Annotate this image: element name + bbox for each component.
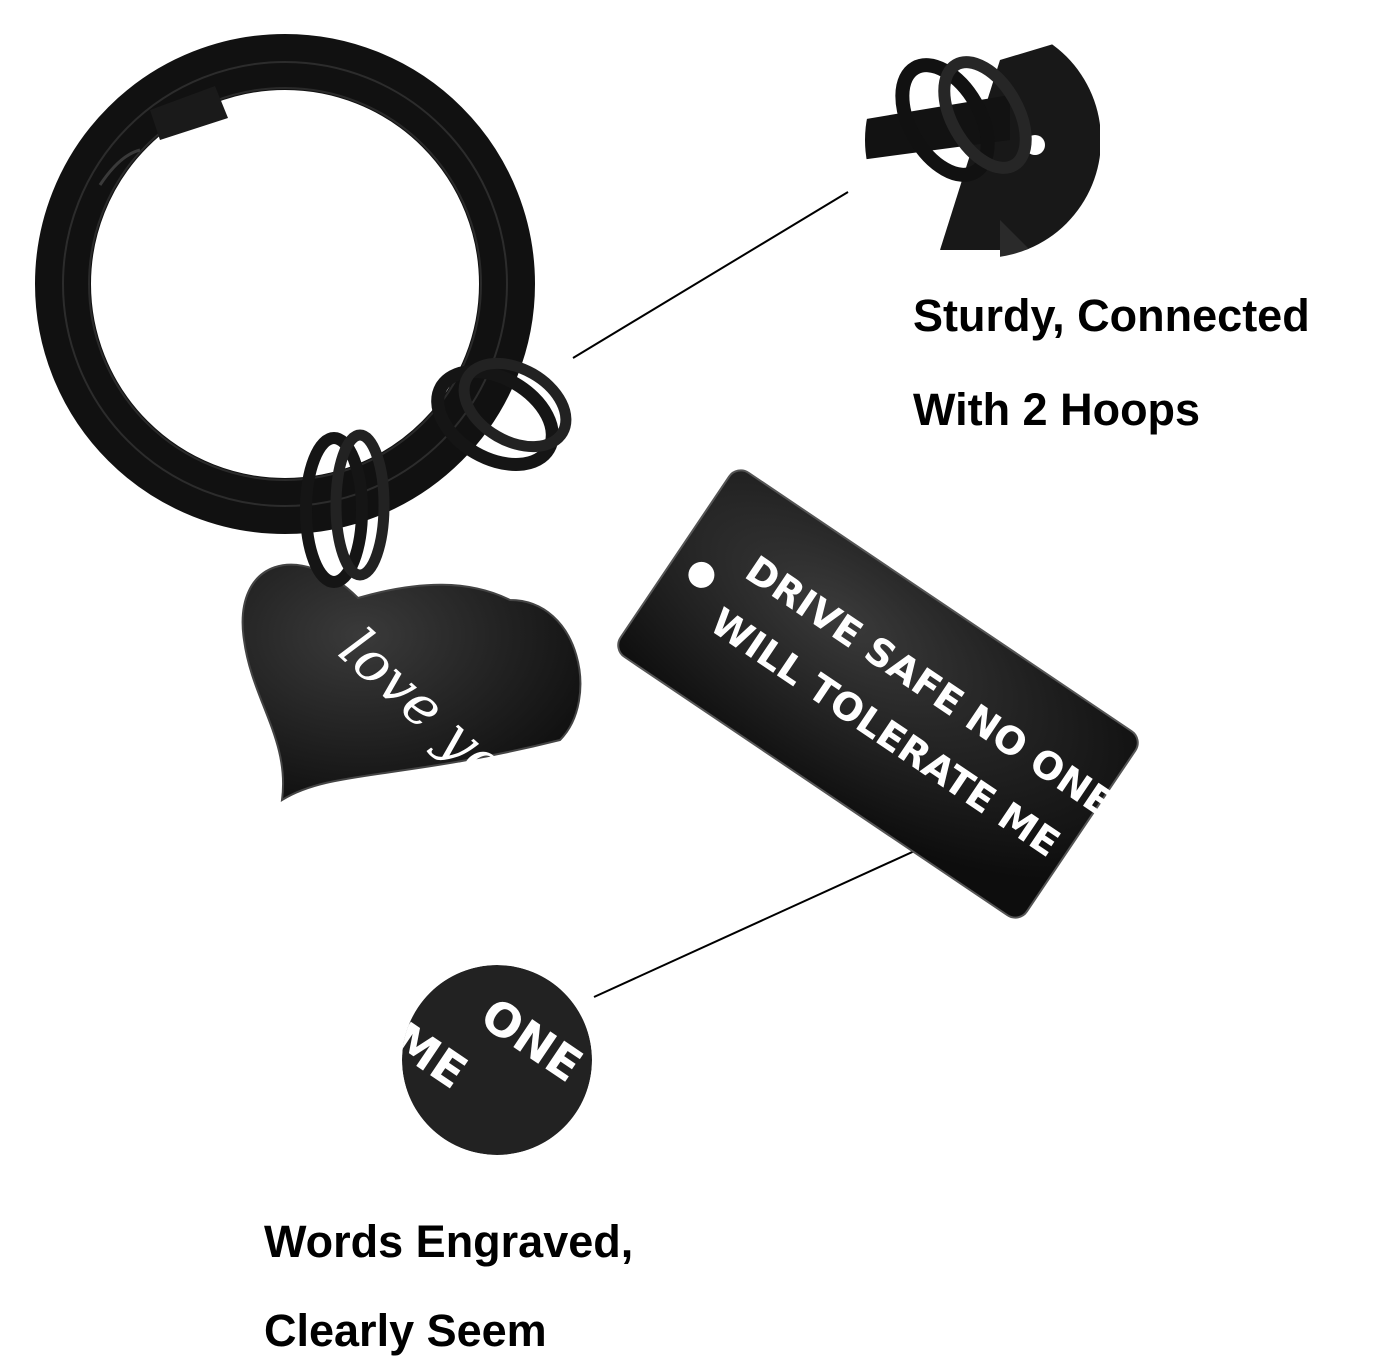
zoom-detail-engraving: ONE ME [402, 965, 592, 1155]
callout-words-line-2: Clearly Seem [264, 1305, 547, 1356]
heart-jump-rings [300, 429, 390, 588]
zoom-detail-hoops [865, 22, 1101, 258]
callout-hoops-line-1: Sturdy, Connected [913, 290, 1310, 341]
callout-words-line-1: Words Engraved, [264, 1216, 634, 1267]
tag-jump-rings [431, 357, 572, 471]
heart-charm: love you [241, 563, 582, 822]
callout-hoops-line-2: With 2 Hoops [913, 384, 1201, 435]
engraved-tag: DRIVE SAFE NO ONE ELSE WILL TOLERATE ME … [617, 469, 1218, 919]
leader-lines [572, 191, 944, 998]
split-key-ring [35, 34, 535, 534]
